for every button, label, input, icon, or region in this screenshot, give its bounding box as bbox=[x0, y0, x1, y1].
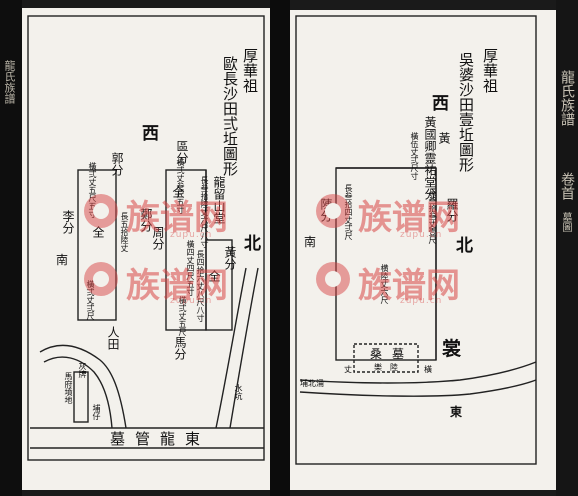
right-grave-mark: 樂陸 bbox=[374, 363, 406, 372]
left-hall: 龍留山堂 bbox=[212, 176, 226, 224]
right-label-east: 東 bbox=[450, 405, 463, 419]
left-label-li: 李分 bbox=[61, 210, 75, 234]
left-label-qu: 區分 bbox=[175, 140, 189, 164]
right-zhang: 丈 bbox=[344, 365, 352, 374]
left-label-south: 南 bbox=[56, 253, 69, 267]
left-label-ma: 馬分 bbox=[173, 336, 187, 360]
left-qu-heng: 橫弍丈叁尺五寸 bbox=[176, 158, 185, 214]
left-label-guo: 郭分 bbox=[110, 152, 124, 176]
left-quan-right: 全 bbox=[207, 270, 221, 282]
left-label-north: 北 bbox=[244, 234, 261, 254]
left-plot-a-bottom: 橫弍丈弍尺 bbox=[86, 280, 95, 320]
right-spine bbox=[556, 0, 578, 496]
left-plot-b-chang: 長叁拾陸丈六尺八寸 bbox=[200, 176, 209, 248]
left-shuiwei: 水坑 bbox=[234, 384, 243, 400]
left-mafu: 馬府墳地 bbox=[64, 372, 73, 404]
left-plot-a-chang: 長五拾陸丈 bbox=[120, 212, 129, 252]
watermark-text-2: 族谱网 bbox=[358, 198, 460, 238]
left-spine bbox=[0, 0, 22, 496]
left-label-ren: 人田 bbox=[106, 326, 120, 350]
right-heng-bottom: 横陸丈六尺 bbox=[380, 264, 389, 304]
right-label-huang: 黃 bbox=[437, 132, 451, 144]
left-spine-title: 龍氏族譜 bbox=[3, 60, 16, 104]
left-quan-mid: 全 bbox=[91, 226, 105, 238]
watermark-sub-3: zupu.cn bbox=[170, 296, 213, 306]
right-title: 厚華祖 bbox=[481, 48, 499, 93]
left-ling: 灰牌 bbox=[78, 362, 87, 378]
right-label-west: 西 bbox=[432, 94, 449, 114]
left-road-label: 墓管龍東 bbox=[110, 430, 211, 448]
left-title: 厚華祖 bbox=[241, 48, 259, 93]
left-huang-heng: 橫四丈四尺五寸 bbox=[186, 240, 195, 296]
left-label-zhou: 周分 bbox=[151, 226, 165, 250]
watermark-logo-1 bbox=[84, 194, 118, 228]
left-guo-heng: 橫弍丈五尺五寸 bbox=[88, 162, 97, 218]
right-page bbox=[290, 10, 556, 490]
left-quan-top: 全 bbox=[171, 186, 185, 198]
right-label-hall: 黃國卿靈祐堂分 bbox=[423, 116, 437, 200]
watermark-logo-4 bbox=[316, 262, 350, 296]
watermark-sub-2: zupu.cn bbox=[400, 230, 443, 240]
left-label-zheng: 鄭分 bbox=[139, 208, 153, 232]
right-bei-chong: 埔北涌 bbox=[300, 379, 324, 388]
center-gutter bbox=[270, 0, 290, 496]
watermark-logo-2 bbox=[316, 194, 350, 228]
right-big-mark: 裳 bbox=[442, 338, 462, 360]
left-label-west: 西 bbox=[142, 124, 159, 144]
right-label-north: 北 bbox=[456, 236, 473, 256]
watermark-sub-4: zupu.cn bbox=[400, 296, 443, 306]
watermark-sub-1: zupu.cn bbox=[170, 230, 213, 240]
right-spine-sec: 墓圖 bbox=[560, 212, 571, 232]
right-label-wei: 羅分 bbox=[445, 198, 459, 222]
left-pu: 埔仔 bbox=[92, 404, 101, 420]
left-ma-heng: 橫弍丈五尺 bbox=[178, 296, 187, 336]
right-label-south: 南 bbox=[304, 235, 317, 249]
left-subtitle: 歐長沙田弍坵圖形 bbox=[221, 56, 239, 176]
watermark-text-3: 族谱网 bbox=[126, 266, 228, 306]
left-label-huang: 黃分 bbox=[223, 246, 237, 270]
right-spine-vol: 卷首 bbox=[559, 172, 575, 200]
right-chang: 長叁拾叁丈壹尺 bbox=[428, 188, 437, 244]
right-grave: 桑墓 bbox=[370, 347, 415, 361]
right-heng: 橫 bbox=[424, 365, 432, 374]
left-plot-c-chang: 長四拾六丈八尺八寸 bbox=[196, 250, 205, 322]
left-page bbox=[22, 8, 270, 490]
watermark-text-4: 族谱网 bbox=[358, 266, 460, 306]
watermark-logo-3 bbox=[84, 262, 118, 296]
right-subtitle: 吳婆沙田壹坵圖形 bbox=[457, 52, 475, 172]
watermark-text-1: 族谱网 bbox=[126, 198, 228, 238]
right-spine-title: 龍氏族譜 bbox=[559, 70, 575, 126]
right-heng-top: 橫伍丈弍尺寸 bbox=[410, 132, 419, 180]
